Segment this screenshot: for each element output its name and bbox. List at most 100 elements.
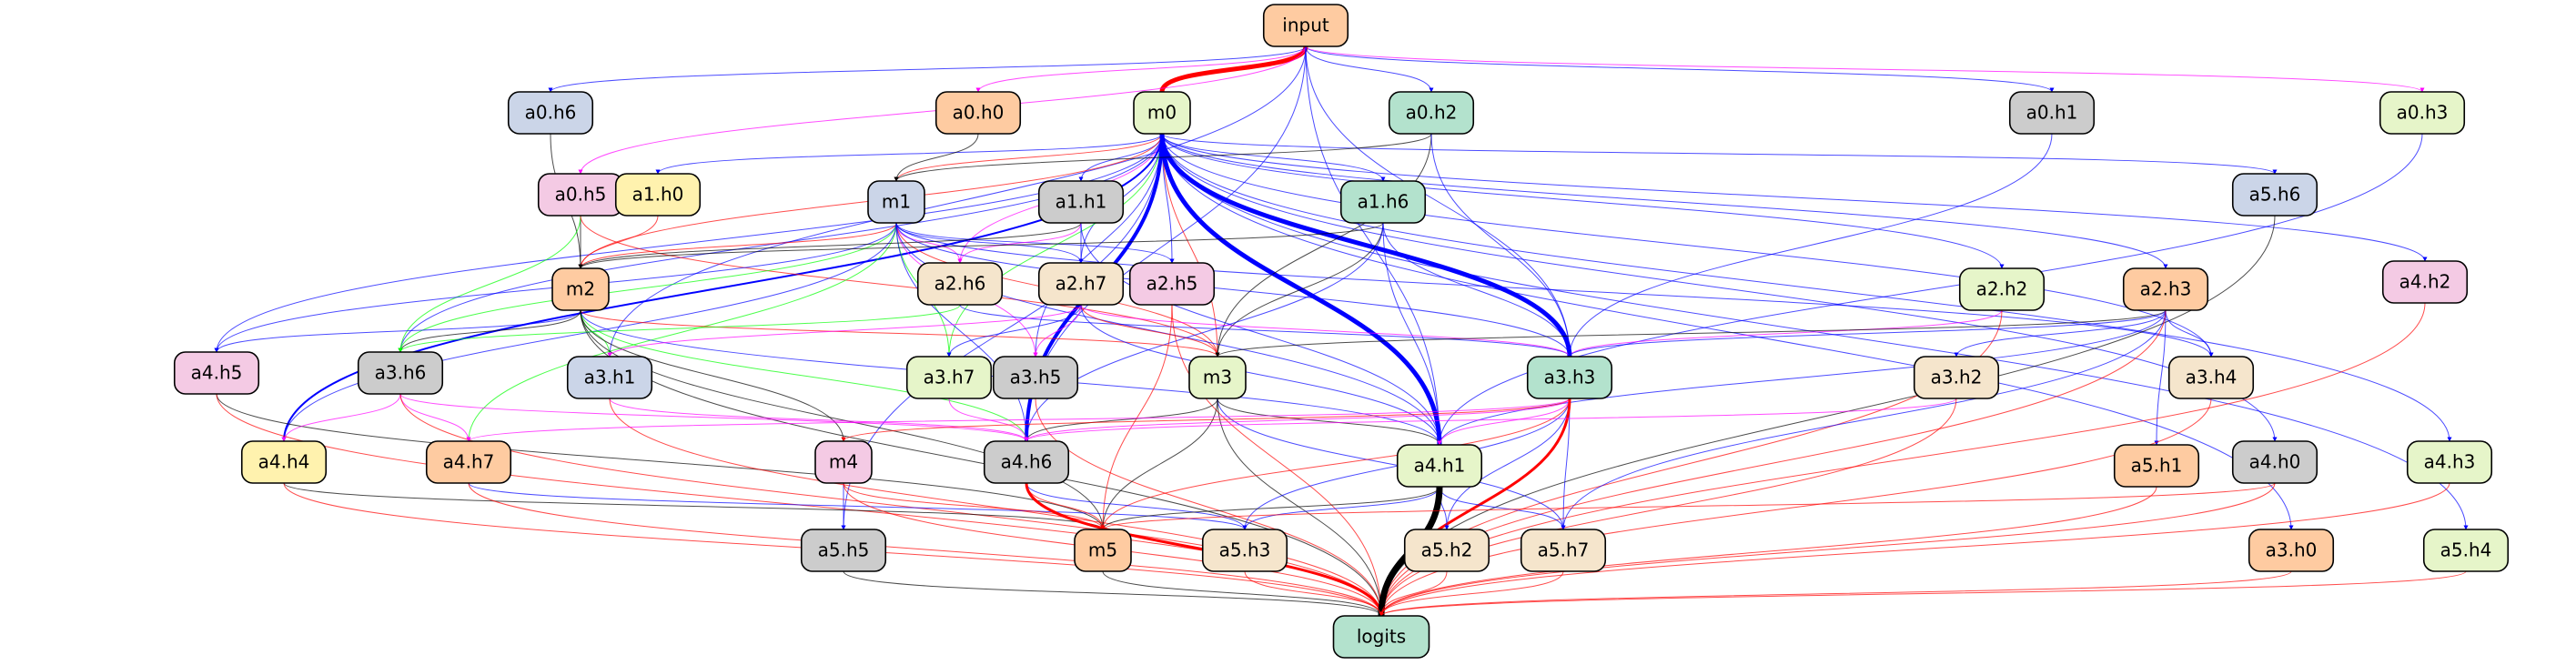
edge-a1.h1-to-m2 bbox=[578, 222, 1082, 269]
node-label: a4.h1 bbox=[1414, 455, 1466, 477]
node-m5: m5 bbox=[1074, 529, 1132, 572]
edge-a1.h6-to-m3 bbox=[1215, 222, 1384, 358]
node-box bbox=[1037, 180, 1125, 224]
node-label: a4.h7 bbox=[443, 451, 495, 473]
edge-a4.h0-to-m5 bbox=[1100, 482, 2276, 530]
edge-a3.h6-to-a4.h4 bbox=[281, 393, 401, 442]
node-a5-h1: a5.h1 bbox=[2113, 444, 2200, 488]
edge-a2.h3-to-a5.h1 bbox=[2154, 309, 2167, 446]
edge-input-to-a0.h3 bbox=[1305, 45, 2425, 93]
node-label: a0.h1 bbox=[2026, 102, 2078, 124]
node-a2-h5: a2.h5 bbox=[1128, 262, 1216, 306]
edge-a3.h6-to-a4.h6 bbox=[399, 393, 1029, 442]
node-label: a5.h5 bbox=[818, 539, 870, 561]
edge-a2.h3-to-m3 bbox=[1215, 309, 2167, 358]
node-box bbox=[2406, 440, 2493, 484]
edge-m0-to-a5.h6 bbox=[1161, 133, 2278, 175]
node-box bbox=[240, 440, 328, 484]
node-box bbox=[1526, 356, 1613, 399]
edge-m5-to-logits bbox=[1102, 570, 1384, 617]
node-label: a5.h1 bbox=[2131, 455, 2183, 477]
node-box bbox=[934, 91, 1022, 135]
edge-m0-to-a3.h0 bbox=[1161, 133, 2294, 530]
edge-a4.h6-to-a5.h3 bbox=[1025, 482, 1248, 530]
node-label: a5.h2 bbox=[1421, 539, 1473, 561]
node-box bbox=[173, 351, 260, 395]
edge-m1-to-a3.h6 bbox=[398, 222, 897, 353]
node-label: a0.h5 bbox=[555, 184, 607, 206]
edge-a3.h3-to-a4.h1 bbox=[1437, 398, 1571, 446]
edge-a3.h4-to-logits bbox=[1379, 398, 2212, 617]
node-label: a0.h6 bbox=[525, 102, 577, 124]
node-label: m3 bbox=[1203, 367, 1232, 388]
node-a5-h4: a5.h4 bbox=[2422, 529, 2510, 572]
edge-a0.h5-to-a3.h6 bbox=[398, 215, 581, 353]
node-label: m5 bbox=[1088, 539, 1117, 561]
node-label: a5.h6 bbox=[2249, 184, 2301, 206]
node-label: a3.h3 bbox=[1544, 367, 1596, 388]
node-label: a4.h3 bbox=[2424, 451, 2476, 473]
node-a5-h7: a5.h7 bbox=[1520, 529, 1607, 572]
edge-a4.h1-to-m5 bbox=[1100, 486, 1440, 530]
node-a1-h6: a1.h6 bbox=[1339, 180, 1427, 224]
node-box bbox=[2248, 529, 2335, 572]
edge-a3.h6-to-a4.h7 bbox=[399, 393, 471, 442]
node-box bbox=[1332, 615, 1430, 659]
node-box bbox=[2381, 260, 2469, 304]
edge-a2.h6-to-a3.h3 bbox=[959, 304, 1572, 358]
node-box bbox=[814, 440, 873, 484]
node-box bbox=[1201, 529, 1288, 572]
node-box bbox=[1958, 267, 2046, 311]
node-label: a2.h7 bbox=[1056, 273, 1107, 295]
edge-input-to-a0.h1 bbox=[1305, 45, 2055, 93]
edge-a0.h5-to-m3 bbox=[580, 215, 1220, 358]
edge-a3.h6-to-logits bbox=[399, 393, 1384, 617]
edge-a2.h3-to-logits bbox=[1379, 309, 2167, 617]
node-label: a3.h5 bbox=[1010, 367, 1062, 388]
node-label: a2.h3 bbox=[2140, 278, 2192, 300]
edge-a0.h3-to-a4.h1 bbox=[1437, 133, 2423, 446]
edge-a0.h2-to-m1 bbox=[894, 133, 1432, 182]
node-input: input bbox=[1262, 4, 1349, 47]
edge-m0-to-a3.h3 bbox=[1159, 133, 1572, 358]
node-label: a0.h3 bbox=[2397, 102, 2449, 124]
edge-input-to-a3.h1 bbox=[607, 45, 1307, 358]
edge-a5.h2-to-logits bbox=[1379, 570, 1448, 617]
node-box bbox=[2379, 91, 2466, 135]
edge-m2-to-m4 bbox=[580, 309, 846, 442]
node-a0-h3: a0.h3 bbox=[2379, 91, 2466, 135]
node-box bbox=[1388, 91, 1475, 135]
edge-input-to-a0.h6 bbox=[548, 45, 1307, 93]
node-box bbox=[2231, 173, 2318, 217]
node-box bbox=[2008, 91, 2096, 135]
node-box bbox=[2231, 440, 2318, 484]
edge-a2.h7-to-a3.h5 bbox=[1033, 304, 1082, 358]
node-a2-h7: a2.h7 bbox=[1037, 262, 1125, 306]
edge-a2.h7-to-a4.h1 bbox=[1080, 304, 1442, 446]
node-box bbox=[551, 267, 610, 311]
edge-a0.h2-to-a3.h3 bbox=[1430, 133, 1572, 358]
edge-a3.h2-to-logits bbox=[1379, 398, 1957, 617]
node-a2-h3: a2.h3 bbox=[2122, 267, 2209, 311]
node-box bbox=[2113, 444, 2200, 488]
edge-a5.h1-to-logits bbox=[1379, 486, 2157, 617]
edge-a4.h3-to-logits bbox=[1379, 482, 2450, 617]
edge-m3-to-m5 bbox=[1100, 398, 1218, 530]
node-label: a1.h1 bbox=[1056, 191, 1107, 213]
edge-m0-to-a4.h0 bbox=[1161, 133, 2278, 442]
edge-m1-to-a2.h7 bbox=[895, 222, 1084, 264]
edge-m2-to-a3.h6 bbox=[398, 309, 581, 353]
node-a0-h1: a0.h1 bbox=[2008, 91, 2096, 135]
edge-a3.h5-to-logits bbox=[1035, 398, 1384, 617]
edge-a3.h1-to-a4.h6 bbox=[609, 398, 1029, 442]
node-a1-h0: a1.h0 bbox=[614, 173, 702, 217]
edge-a1.h6-to-a3.h3 bbox=[1382, 222, 1572, 358]
node-m0: m0 bbox=[1133, 91, 1191, 135]
node-label: a1.h0 bbox=[632, 184, 684, 206]
node-box bbox=[2122, 267, 2209, 311]
node-m4: m4 bbox=[814, 440, 873, 484]
edge-a2.h3-to-a5.h7 bbox=[1561, 309, 2167, 530]
edge-a5.h7-to-logits bbox=[1379, 570, 1564, 617]
node-a4-h4: a4.h4 bbox=[240, 440, 328, 484]
edge-a0.h2-to-m3 bbox=[1215, 133, 1432, 358]
